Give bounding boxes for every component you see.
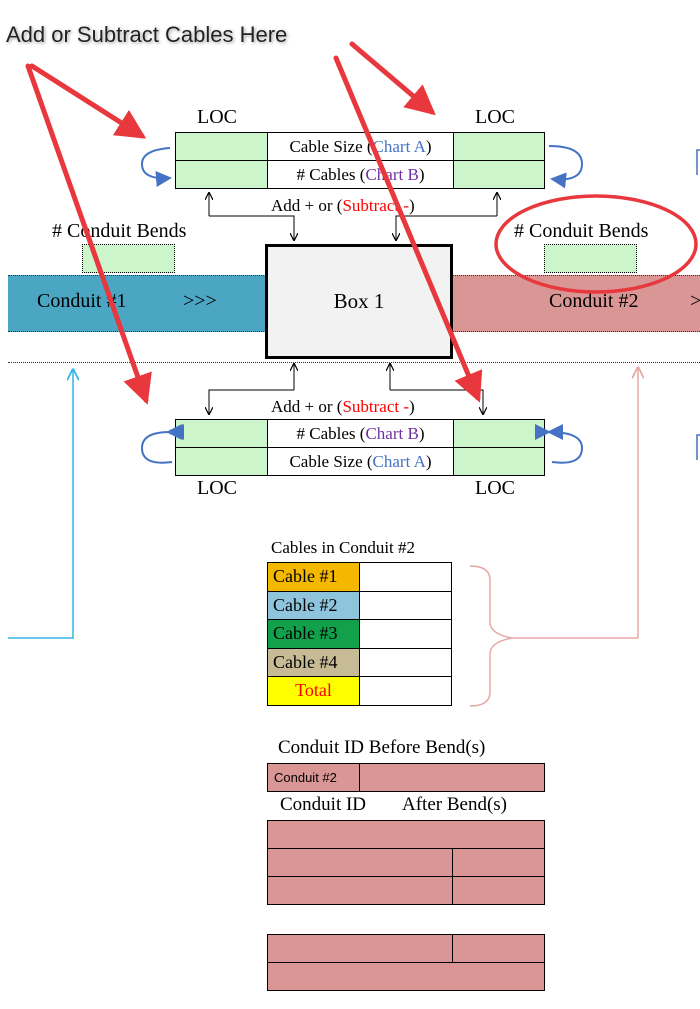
conduit-1-arrows: >>> <box>183 290 217 312</box>
conduit-after-title-b: After Bend(s) <box>402 794 507 815</box>
bottom-subtract-text: Subtract - <box>342 397 410 416</box>
cable-row-value-3[interactable] <box>359 619 452 649</box>
bottom-loc-right: LOC <box>475 477 515 499</box>
chart-b-link-bottom[interactable]: Chart B <box>365 423 419 443</box>
callout-label: Add or Subtract Cables Here <box>6 22 288 47</box>
conduit-before-label: Conduit #2 <box>274 770 337 785</box>
top-left-cell-1[interactable] <box>175 132 268 161</box>
bottom-num-cables-suffix: ) <box>418 423 425 443</box>
bottom-add-prefix: Add + or ( <box>271 397 343 416</box>
cables-table-brace <box>469 565 513 707</box>
bottom-add-subtract-label: Add + or (Subtract -) <box>271 397 415 417</box>
conduit-before-title: Conduit ID Before Bend(s) <box>278 737 486 758</box>
bottom-right-cell-1[interactable] <box>453 419 545 448</box>
top-add-suffix: ) <box>409 196 415 215</box>
bottom-cable-size-cell: Cable Size (Chart A) <box>267 447 454 476</box>
bottom-num-cables-cell: # Cables (Chart B) <box>267 419 454 448</box>
bottom-loc-left: LOC <box>197 477 237 499</box>
conduit-2-link-line <box>512 368 638 639</box>
conduit-1-link-line <box>8 370 73 639</box>
top-right-loop-arrow <box>548 145 584 189</box>
bottom-right-cell-2[interactable] <box>453 447 545 476</box>
top-cable-size-cell: Cable Size (Chart A) <box>267 132 454 161</box>
cable-row-value-2[interactable] <box>359 590 452 620</box>
conduit-after-row-4b[interactable] <box>452 934 545 963</box>
chart-a-link-bottom[interactable]: Chart A <box>372 451 426 471</box>
bottom-cable-size-suffix: ) <box>425 451 432 471</box>
top-loc-right: LOC <box>475 106 515 128</box>
dotted-divider <box>8 362 700 363</box>
bottom-num-cables-prefix: # Cables ( <box>296 423 366 443</box>
chart-b-link[interactable]: Chart B <box>365 164 419 184</box>
conduit-after-row-5[interactable] <box>267 962 545 991</box>
conduit-before-value-cell[interactable] <box>359 763 545 792</box>
bottom-add-suffix: ) <box>409 397 415 416</box>
conduit-after-row-3b[interactable] <box>452 876 545 905</box>
conduit-1-label: Conduit #1 <box>37 290 127 312</box>
top-num-cables-suffix: ) <box>418 164 425 184</box>
top-left-loop-arrow <box>140 147 172 187</box>
red-arrow-3 <box>349 41 436 116</box>
conduit-after-row-3a[interactable] <box>267 876 453 905</box>
conduit-bends-left-label: # Conduit Bends <box>52 220 187 242</box>
conduit-2-label: Conduit #2 <box>549 290 639 312</box>
conduit-2-arrows: > <box>690 290 700 312</box>
bottom-left-loop-arrow <box>140 423 185 464</box>
conduit-after-title-a: Conduit ID <box>280 794 367 815</box>
cable-row-value-1[interactable] <box>359 562 452 592</box>
cable-row-value-4[interactable] <box>359 647 452 677</box>
cables-table-title: Cables in Conduit #2 <box>271 538 416 557</box>
cable-row-label-5: Total <box>267 676 360 706</box>
conduit-after-row-2a[interactable] <box>267 848 453 877</box>
top-subtract-text: Subtract - <box>342 196 410 215</box>
conduit-bends-right-label: # Conduit Bends <box>514 220 649 242</box>
conduit-after-row-2b[interactable] <box>452 848 545 877</box>
top-loc-left: LOC <box>197 106 237 128</box>
top-num-cables-prefix: # Cables ( <box>296 164 366 184</box>
top-add-subtract-label: Add + or (Subtract -) <box>271 196 415 216</box>
cable-row-value-5[interactable] <box>359 676 452 706</box>
bottom-right-loop-arrow <box>534 423 584 464</box>
cable-row-label-2: Cable #2 <box>267 590 360 620</box>
conduit-after-row-4a[interactable] <box>267 934 453 963</box>
top-right-cell-2[interactable] <box>453 160 545 189</box>
bottom-cable-size-prefix: Cable Size ( <box>289 451 373 471</box>
cable-row-label-3: Cable #3 <box>267 619 360 649</box>
cable-row-label-4: Cable #4 <box>267 647 360 677</box>
box-1: Box 1 <box>265 244 453 359</box>
bottom-left-cell-1[interactable] <box>175 419 268 448</box>
conduit-before-label-cell: Conduit #2 <box>267 763 360 792</box>
box-1-label: Box 1 <box>333 289 385 313</box>
top-add-prefix: Add + or ( <box>271 196 343 215</box>
top-cable-size-suffix: ) <box>425 136 432 156</box>
conduit-bends-right-input[interactable] <box>544 244 637 273</box>
bottom-left-cell-2[interactable] <box>175 447 268 476</box>
conduit-after-row-1[interactable] <box>267 820 545 849</box>
top-cable-size-prefix: Cable Size ( <box>289 136 373 156</box>
top-left-cell-2[interactable] <box>175 160 268 189</box>
chart-a-link[interactable]: Chart A <box>372 136 426 156</box>
conduit-bends-left-input[interactable] <box>82 244 175 273</box>
top-num-cables-cell: # Cables (Chart B) <box>267 160 454 189</box>
red-arrow-1 <box>29 63 147 139</box>
top-right-cell-1[interactable] <box>453 132 545 161</box>
cable-row-label-1: Cable #1 <box>267 562 360 592</box>
